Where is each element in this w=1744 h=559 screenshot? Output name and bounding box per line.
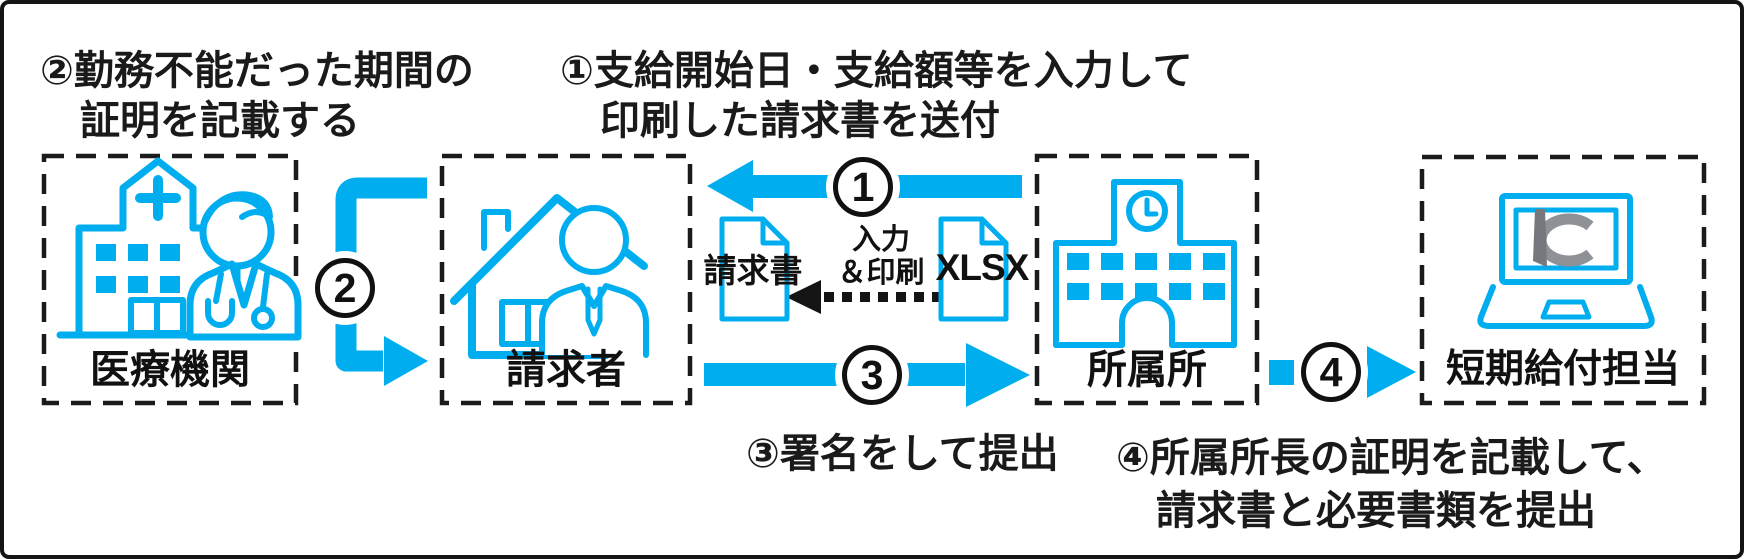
note-step4-line1: ④所属所長の証明を記載して、 [1116,436,1667,480]
input-print-label-line1: 入力 [851,224,911,256]
flow-graphics [41,153,1707,407]
xlsx-document-icon [938,216,1009,322]
note-step1-line1: ①支給開始日・支給額等を入力して [560,49,1193,93]
note-step3: ③署名をして提出 [746,429,1059,479]
claimant-label: 請求者 [506,348,626,392]
invoice-document-label: 請求書 [703,252,803,289]
note-step1: ①支給開始日・支給額等を入力して 印刷した請求書を送付 [560,46,1193,146]
step-2-badge: 2 [315,258,375,318]
laptop-icon [1477,193,1655,329]
office-building-clock-icon [1053,179,1237,348]
doctor-icon [186,191,302,341]
note-step1-line2: 印刷した請求書を送付 [600,99,1000,143]
step-3-badge: 3 [842,345,902,405]
input-print-dashed-arrow [786,280,942,314]
note-step4-line2: 請求書と必要書類を提出 [1156,489,1596,533]
arrow-2-certification [335,177,428,386]
system-logo-icon [1533,209,1594,267]
claimant-person-icon [539,205,649,358]
xlsx-document-label: XLSX [935,247,1030,288]
note-step2-line2: 証明を記載する [80,99,360,143]
affiliated-office-label: 所属所 [1087,348,1207,392]
step-4-badge: 4 [1301,342,1361,402]
invoice-document-icon [719,216,790,322]
input-print-label-line2: ＆印刷 [837,257,925,289]
medical-institution-box-border [41,153,299,406]
arrow-4-forward [1269,346,1416,398]
short-term-benefits-box-border [1419,154,1707,406]
affiliated-office-box-border [1034,153,1260,406]
medical-institution-label: 医療機関 [90,348,250,392]
note-step2: ②勤務不能だった期間の 証明を記載する [40,46,474,146]
claimant-box-border [439,153,693,406]
step-1-badge: 1 [833,157,893,217]
note-step3-line1: ③署名をして提出 [746,432,1059,476]
note-step4: ④所属所長の証明を記載して、 請求書と必要書類を提出 [1116,432,1667,538]
short-term-benefits-label: 短期給付担当 [1445,348,1680,391]
note-step2-line1: ②勤務不能だった期間の [40,49,474,93]
